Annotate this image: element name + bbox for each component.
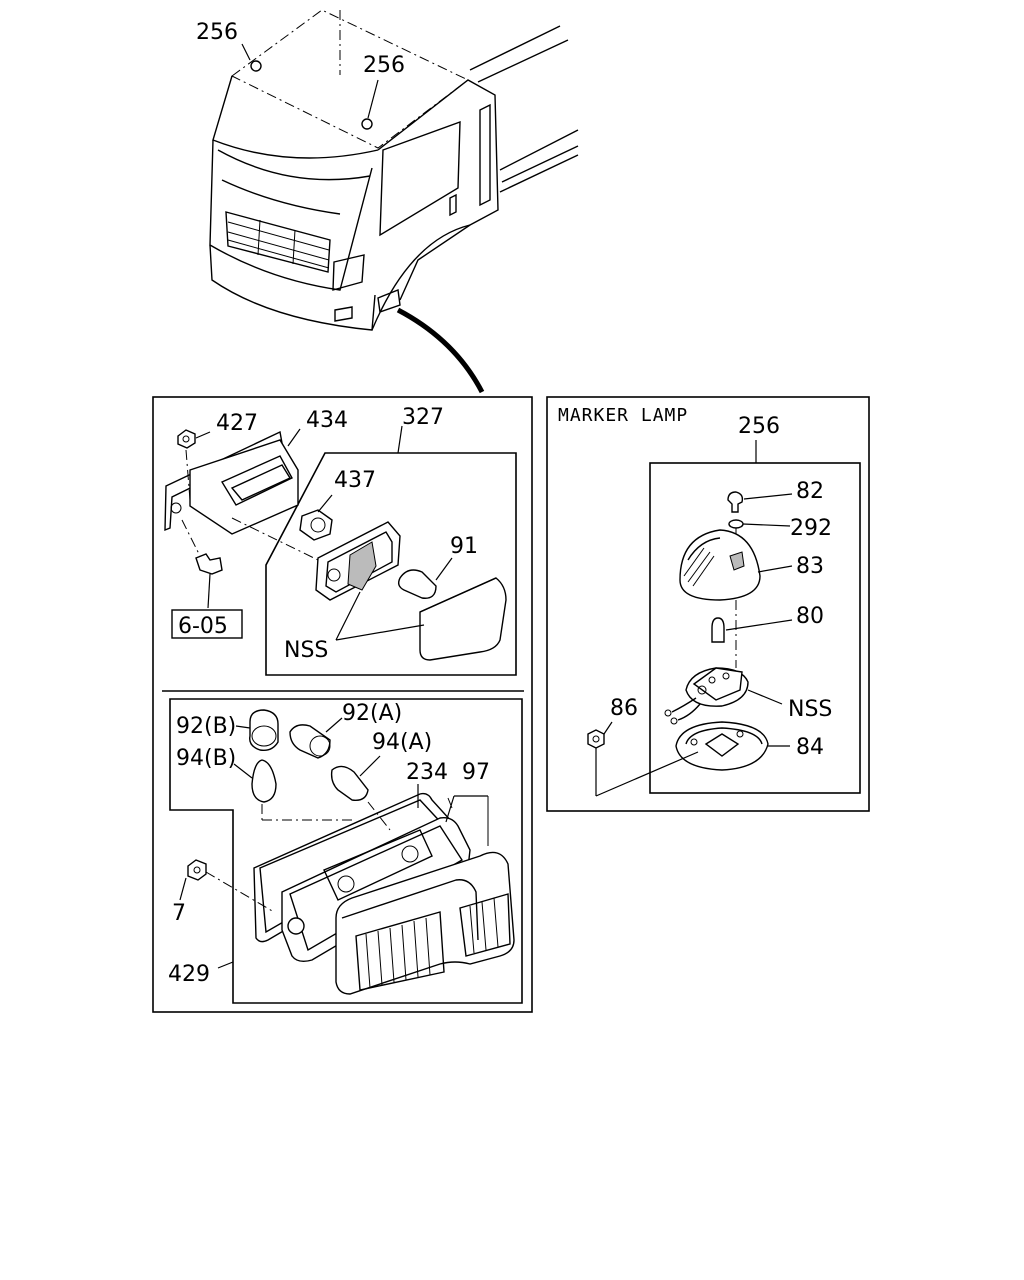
callout-92b: 92(B)	[176, 714, 236, 739]
callout-86: 86	[610, 696, 638, 721]
side-turn-lamp-assembly-upper	[164, 428, 507, 661]
callout-91: 91	[450, 534, 478, 559]
callout-94b: 94(B)	[176, 746, 236, 771]
callout-nss-right: NSS	[788, 697, 832, 722]
marker-lamp-subframe	[649, 462, 861, 794]
callout-434: 434	[306, 408, 348, 433]
marker-lamp-title: MARKER LAMP	[558, 405, 688, 426]
callout-80: 80	[796, 604, 824, 629]
ref-box-6-05	[171, 609, 243, 639]
bulb-94a	[330, 765, 369, 801]
callout-256-roof-right: 256	[363, 53, 405, 78]
marker-lamp-panel-frame	[546, 396, 870, 812]
lens-nss	[419, 577, 507, 661]
bulb-91	[397, 569, 437, 599]
base-plate-84	[675, 721, 769, 771]
callout-7: 7	[172, 901, 186, 926]
bulb-94b	[251, 759, 277, 803]
callout-292: 292	[790, 516, 832, 541]
callout-429: 429	[168, 962, 210, 987]
washer-292	[728, 519, 744, 529]
socket-92b	[249, 709, 279, 752]
lamp-429-subframe	[169, 698, 523, 1004]
socket-437	[299, 509, 333, 541]
callout-427: 427	[216, 411, 258, 436]
lens-dome-83	[679, 529, 761, 601]
socket-92a	[289, 724, 331, 759]
turn-signal-panel-frame	[152, 396, 533, 1013]
callout-256-marker: 256	[738, 414, 780, 439]
callout-256-roof-left: 256	[196, 20, 238, 45]
marker-lamp-assembly	[587, 491, 793, 797]
truck-cab-illustration	[209, 9, 579, 394]
callout-327: 327	[402, 405, 444, 430]
lamp-327-subframe	[265, 452, 517, 676]
callout-6-05: 6-05	[178, 614, 228, 639]
callout-82: 82	[796, 479, 824, 504]
screw-82	[727, 491, 744, 513]
nut-86	[587, 729, 605, 749]
bulb-80	[711, 617, 725, 643]
callout-nss-left: NSS	[284, 638, 328, 663]
side-turn-lamp-assembly-lower	[179, 709, 515, 995]
callout-83: 83	[796, 554, 824, 579]
nut-427	[177, 429, 196, 449]
callout-92a: 92(A)	[342, 701, 402, 726]
screw-6-05	[195, 553, 223, 575]
callout-437: 437	[334, 468, 376, 493]
callout-94a: 94(A)	[372, 730, 432, 755]
housing-434	[189, 439, 299, 535]
callout-97: 97	[462, 760, 490, 785]
callout-234: 234	[406, 760, 448, 785]
callout-84: 84	[796, 735, 824, 760]
nut-7	[187, 859, 207, 881]
